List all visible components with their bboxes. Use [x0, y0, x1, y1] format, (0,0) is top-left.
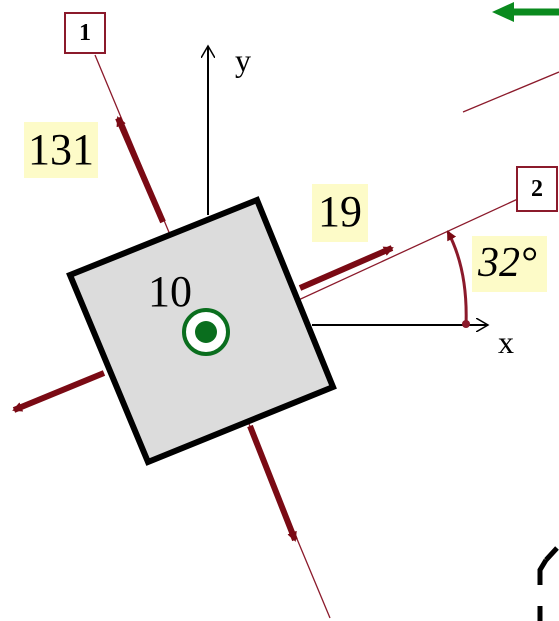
axis-1-label-box: 1 [64, 12, 106, 54]
partial-corner-icon [537, 546, 559, 621]
y-axis-label: y [235, 42, 251, 78]
axis-2-label: 2 [531, 176, 543, 202]
tau-value-label: 19 [312, 184, 368, 242]
sigma-1-value-label: 131 [24, 122, 98, 178]
axis-2-label-box: 2 [516, 166, 558, 212]
out-of-plane-value-label: 10 [148, 267, 192, 316]
x-axis-label: x [498, 324, 514, 360]
out-of-plane-symbol-dot [195, 321, 217, 343]
tau-arrow-left [12, 370, 106, 413]
angle-arc [446, 230, 468, 326]
sigma-1-arrow-up [115, 116, 166, 224]
sigma-1-arrow-down [247, 424, 298, 542]
angle-label: 32° [472, 236, 547, 292]
green-arrow-head [492, 2, 514, 22]
tau-arrow-right [298, 245, 394, 291]
angle-vertex-dot [462, 320, 470, 328]
axis-1-label: 1 [79, 20, 91, 46]
partial-line-top-right [462, 71, 559, 113]
